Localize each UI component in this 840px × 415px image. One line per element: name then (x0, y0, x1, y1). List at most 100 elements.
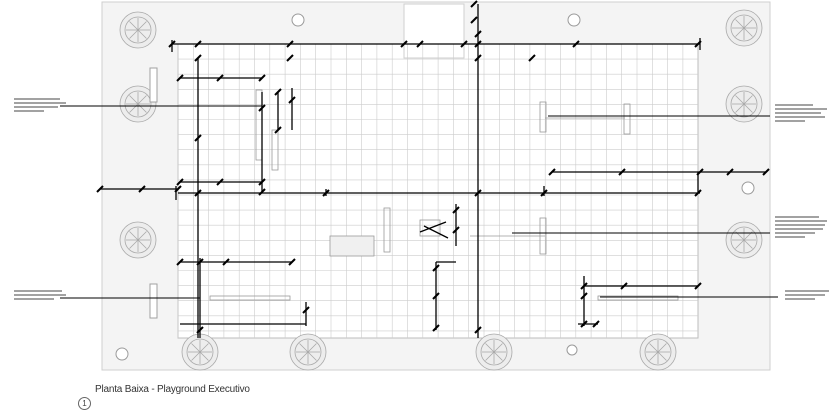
dimension-tick (174, 185, 182, 193)
playground-equipment-icon (209, 295, 291, 301)
annotation-text (775, 104, 813, 106)
dimension-tick (474, 189, 482, 197)
dimension-tick (694, 40, 702, 48)
dimension-tick (194, 40, 202, 48)
annotation-text (775, 120, 805, 122)
dimension-tick (286, 54, 294, 62)
dimension-tick (620, 282, 628, 290)
dimension-tick (470, 0, 478, 8)
annotation-text (775, 116, 825, 118)
dimension-tick (288, 258, 296, 266)
dimension-tick (726, 168, 734, 176)
dimension-tick (528, 54, 536, 62)
dimension-tick (762, 168, 770, 176)
dimension-tick (96, 185, 104, 193)
annotation-text (785, 294, 825, 296)
dimension-tick (196, 258, 204, 266)
dimension-tick (694, 282, 702, 290)
dimension-tick (452, 206, 460, 214)
drawing-title: Planta Baixa - Playground Executivo (95, 384, 250, 395)
dimension-tick (258, 104, 266, 112)
annotation-text (14, 102, 66, 104)
lamp-icon (115, 347, 129, 361)
dimension-tick (540, 189, 548, 197)
dimension-tick (222, 258, 230, 266)
dimension-tick (580, 292, 588, 300)
annotation-text (14, 294, 66, 296)
lamp-icon (741, 181, 755, 195)
dimension-tick (216, 74, 224, 82)
annotation-notes (14, 98, 829, 300)
playground-equipment-icon (271, 129, 279, 171)
entrance-gate (403, 3, 465, 59)
dimension-tick (696, 168, 704, 176)
dimension-tick (580, 320, 588, 328)
lamp-icon (291, 13, 305, 27)
dimension-tick (274, 126, 282, 134)
dimension-ticks (96, 0, 770, 334)
playground-equipment-icon (539, 101, 547, 133)
benches-group (149, 67, 158, 319)
dimension-tick (432, 324, 440, 332)
tree-icon (475, 333, 513, 371)
dimension-tick (470, 16, 478, 24)
playground-equipment-icon (597, 295, 679, 301)
floor-grid (177, 43, 698, 338)
lamp-icon (566, 344, 578, 356)
dimension-tick (432, 292, 440, 300)
tree-icon (119, 85, 157, 123)
annotation-text (14, 110, 44, 112)
dimension-tick (432, 264, 440, 272)
bench-icon (149, 283, 158, 319)
annotation-text (14, 290, 62, 292)
tree-icon (725, 9, 763, 47)
drawing-title-block: 1 Planta Baixa - Playground Executivo (78, 384, 250, 411)
dimension-tick (176, 74, 184, 82)
dimension-tick (196, 326, 204, 334)
tree-icon (725, 221, 763, 259)
dimension-tick (322, 189, 330, 197)
playground-equipment-icon (623, 103, 631, 135)
dimension-tick (400, 40, 408, 48)
annotation-text (14, 106, 58, 108)
playground-equipment-icon (419, 219, 441, 237)
dimension-tick (138, 185, 146, 193)
dimension-tick (258, 178, 266, 186)
dimension-tick (474, 30, 482, 38)
annotation-text (775, 220, 827, 222)
dimension-tick (548, 168, 556, 176)
dimension-tick (258, 74, 266, 82)
dimension-tick (176, 178, 184, 186)
dimension-tick (194, 189, 202, 197)
dimension-tick (580, 282, 588, 290)
annotation-text (775, 112, 821, 114)
tree-icon (181, 333, 219, 371)
dimension-tick (416, 40, 424, 48)
annotation-text (14, 98, 60, 100)
dimension-line (423, 225, 449, 239)
dimension-tick (168, 40, 176, 48)
dimension-tick (618, 168, 626, 176)
annotation-text (785, 290, 829, 292)
annotation-text (775, 224, 825, 226)
dimension-tick (592, 320, 600, 328)
annotation-text (775, 108, 827, 110)
bench-icon (149, 67, 158, 103)
dimension-tick (474, 326, 482, 334)
annotation-text (775, 216, 819, 218)
dimension-tick (194, 134, 202, 142)
annotation-text (775, 236, 805, 238)
tree-icon (289, 333, 327, 371)
dimension-tick (274, 88, 282, 96)
dimension-tick (452, 226, 460, 234)
annotation-leaders (60, 105, 778, 299)
tree-icon (725, 85, 763, 123)
dimension-tick (572, 40, 580, 48)
dimension-line (419, 221, 447, 233)
annotation-text (775, 228, 823, 230)
dimension-tick (474, 40, 482, 48)
tree-icon (119, 221, 157, 259)
annotation-text (785, 298, 815, 300)
lamp-icon (567, 13, 581, 27)
